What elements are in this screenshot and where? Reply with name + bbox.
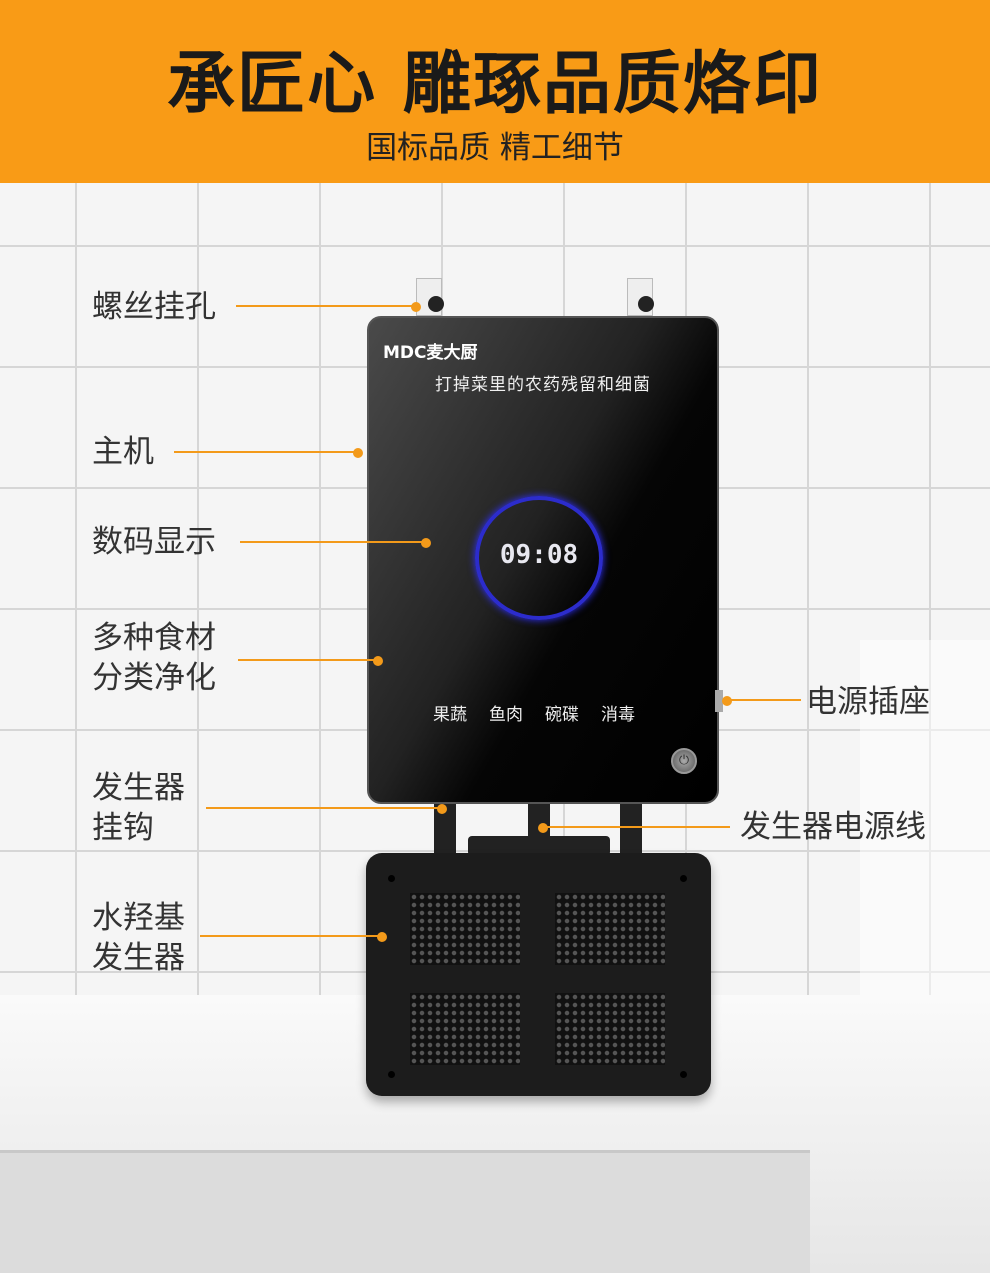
device-slogan: 打掉菜里的农药残留和细菌 [435,375,651,395]
page-subtitle: 国标品质 精工细节 [366,130,624,166]
brand-logo: MDC麦大厨 [383,343,478,363]
label-power-cable: 发生器电源线 [740,809,926,845]
mode-buttons: 果蔬 鱼肉 碗碟 消毒 [433,700,635,725]
callout-line [206,807,442,809]
mode-button-dishes[interactable]: 碗碟 [545,705,579,725]
callout-line [727,699,801,701]
screw-icon [638,296,654,312]
callout-line [236,305,416,307]
callout-dot [373,656,383,666]
label-line: 多种食材 [92,620,216,656]
label-screw-hole: 螺丝挂孔 [92,289,216,325]
label-generator-hook: 发生器挂钩 [92,768,185,848]
bolt [680,875,687,882]
mode-button-fish-meat[interactable]: 鱼肉 [489,705,523,725]
callout-dot [437,804,447,814]
shelf [860,640,990,1060]
hydroxyl-generator [366,853,711,1096]
label-hydroxyl-generator: 水羟基发生器 [92,898,185,978]
mode-button-disinfect[interactable]: 消毒 [601,705,635,725]
label-socket: 电源插座 [806,684,930,720]
bolt [388,875,395,882]
label-line: 分类净化 [92,660,216,696]
generator-top [468,836,610,856]
label-line: 发生器 [92,770,185,806]
mode-button-fruit-veg[interactable]: 果蔬 [433,705,467,725]
sink [0,1150,810,1273]
power-socket [715,690,723,712]
header-banner: 承匠心 雕琢品质烙印 国标品质 精工细节 [0,0,990,183]
bolt [388,1071,395,1078]
power-icon[interactable]: ⏻ [671,748,697,774]
display-ring: 09:08 [475,496,603,620]
bolt [680,1071,687,1078]
callout-line [200,935,382,937]
label-host: 主机 [92,434,154,470]
label-line: 发生器 [92,940,185,976]
time-display: 09:08 [499,540,579,570]
generator-hook [434,803,456,853]
callout-dot [722,696,732,706]
callout-line [174,451,358,453]
label-display: 数码显示 [92,524,216,560]
generator-hook [620,803,642,853]
screw-icon [428,296,444,312]
label-line: 挂钩 [92,810,154,846]
vent-grille [555,993,665,1065]
callout-line [238,659,378,661]
callout-dot [538,823,548,833]
callout-line [240,541,426,543]
main-unit: MDC麦大厨 打掉菜里的农药残留和细菌 09:08 果蔬 鱼肉 碗碟 消毒 ⏻ [367,316,719,804]
vent-grille [410,893,520,965]
label-multi-food: 多种食材分类净化 [92,618,216,698]
vent-grille [410,993,520,1065]
callout-line [543,826,730,828]
callout-dot [377,932,387,942]
callout-dot [353,448,363,458]
callout-dot [421,538,431,548]
label-line: 水羟基 [92,900,185,936]
callout-dot [411,302,421,312]
page-title: 承匠心 雕琢品质烙印 [167,45,823,124]
vent-grille [555,893,665,965]
